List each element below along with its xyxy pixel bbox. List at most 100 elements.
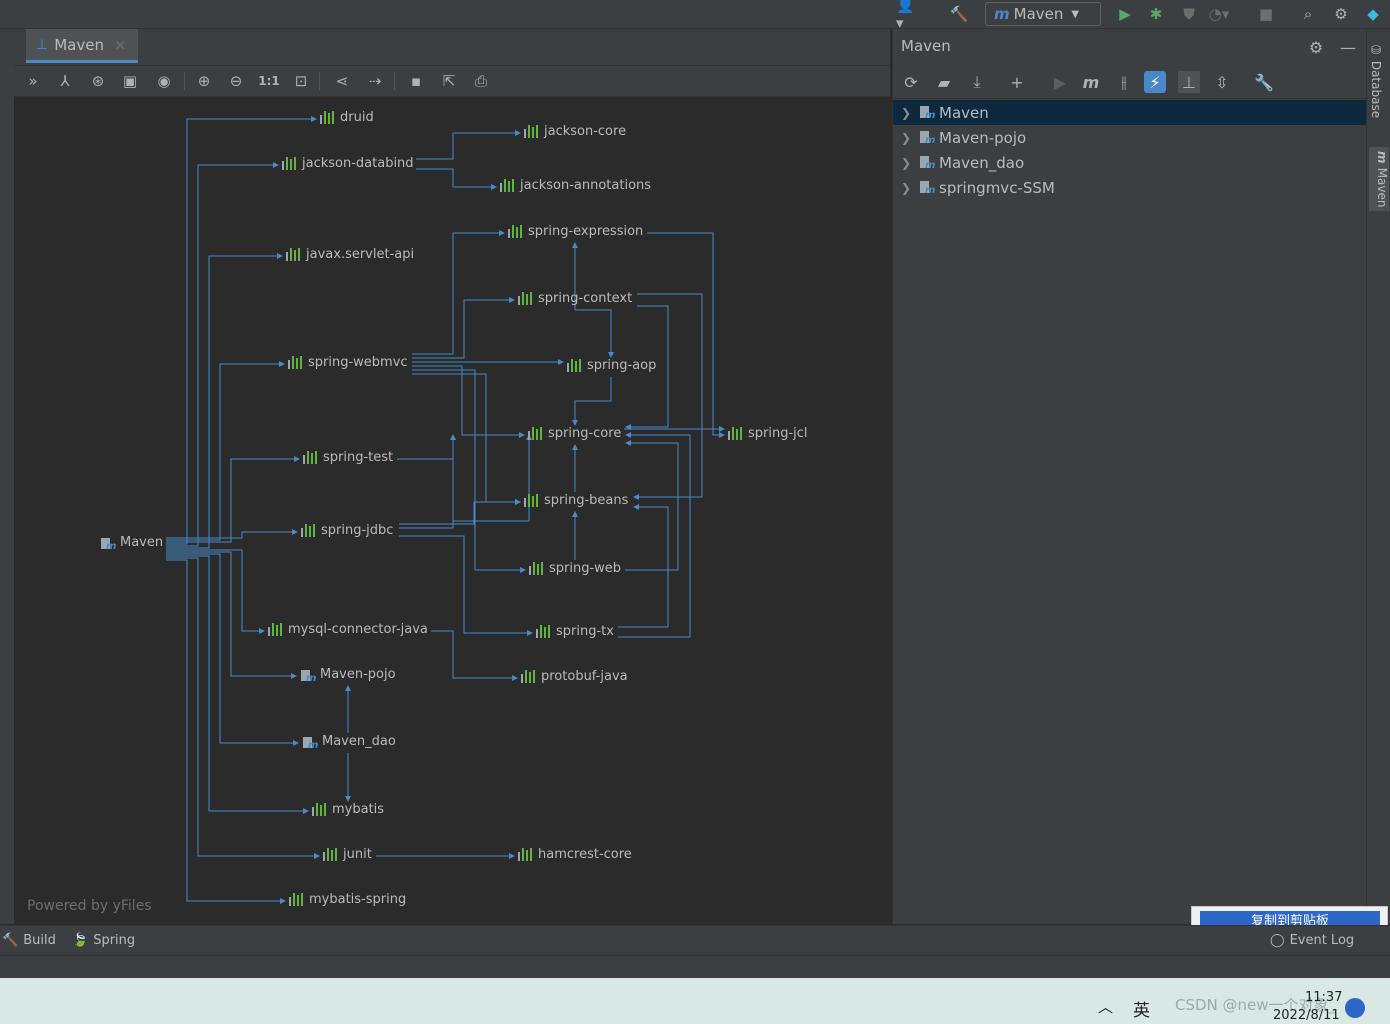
execute-goal-icon[interactable]: m <box>1082 72 1100 92</box>
node-druid[interactable]: druid <box>320 110 374 125</box>
user-icon[interactable]: 👤▾ <box>896 0 915 32</box>
zoom-in-icon[interactable]: ⊕ <box>197 72 211 90</box>
run-configuration-selector[interactable]: m Maven ▼ <box>985 2 1101 26</box>
dependency-edge <box>618 432 691 638</box>
event-log-button[interactable]: ◯Event Log <box>1270 933 1354 948</box>
dependency-diagram[interactable]: druid jackson-databind jackson-core jackson… <box>14 97 890 924</box>
generate-sources-icon[interactable]: ▰ <box>937 72 951 92</box>
export-icon[interactable]: ⇱ <box>442 72 456 90</box>
library-icon <box>536 625 552 638</box>
node-mybatis[interactable]: mybatis <box>312 802 384 817</box>
gear-icon[interactable]: ⚙ <box>1308 37 1324 57</box>
expand-icon[interactable]: » <box>28 72 38 90</box>
save-icon[interactable]: ▪ <box>410 72 422 90</box>
build-tool-button[interactable]: 🔨Build <box>2 933 56 948</box>
node-spring-context[interactable]: spring-context <box>518 291 632 306</box>
node-mysql-connector-java[interactable]: mysql-connector-java <box>268 622 428 637</box>
node-label: spring-expression <box>528 224 644 239</box>
minimize-icon[interactable]: — <box>1340 37 1356 57</box>
node-spring-core[interactable]: spring-core <box>528 426 621 441</box>
node-spring-tx[interactable]: spring-tx <box>536 624 614 639</box>
wrench-icon[interactable]: 🔧 <box>1254 72 1274 92</box>
dependency-edge <box>633 293 703 500</box>
node-label: spring-jcl <box>748 426 808 441</box>
eye-icon[interactable]: ◉ <box>157 72 171 90</box>
library-icon <box>529 562 545 575</box>
zoom-out-icon[interactable]: ⊖ <box>229 72 243 90</box>
node-javax-servlet-api[interactable]: javax.servlet-api <box>286 247 414 262</box>
layout-icon[interactable]: ⋖ <box>335 72 349 90</box>
node-spring-jdbc[interactable]: spring-jdbc <box>301 523 393 538</box>
library-icon <box>524 125 540 138</box>
node-spring-expression[interactable]: spring-expression <box>508 224 643 239</box>
actual-size-button[interactable]: 1:1 <box>258 74 280 88</box>
chevron-right-icon[interactable]: ❯ <box>900 180 912 195</box>
node-hamcrest-core[interactable]: hamcrest-core <box>518 847 632 862</box>
chevron-up-icon[interactable]: ︿ <box>1098 998 1114 1016</box>
dependency-edge <box>166 553 299 746</box>
dependency-edges <box>166 116 725 904</box>
ime-indicator[interactable]: 英 <box>1133 1001 1150 1021</box>
notification-icon[interactable] <box>1345 998 1365 1018</box>
node-protobuf-java[interactable]: protobuf-java <box>521 669 628 684</box>
run-icon[interactable]: ▶ <box>1053 72 1067 92</box>
node-spring-beans[interactable]: spring-beans <box>524 493 628 508</box>
add-icon[interactable]: + <box>1010 72 1024 92</box>
database-tab[interactable]: ⛁ Database <box>1369 43 1383 118</box>
skip-tests-icon[interactable]: ⫲ <box>1121 72 1127 91</box>
coverage-icon[interactable]: ⛊ <box>1183 5 1195 23</box>
tab-maven-diagram[interactable]: ⊥ Maven × <box>26 29 138 63</box>
node-jackson-databind[interactable]: jackson-databind <box>282 156 414 171</box>
download-icon[interactable]: ⤓ <box>973 72 981 91</box>
dependency-edge <box>166 253 283 549</box>
hierarchy-icon[interactable]: ⅄ <box>60 72 70 90</box>
chevron-right-icon[interactable]: ❯ <box>900 155 912 170</box>
show-dependencies-icon[interactable]: ⊥ <box>1178 71 1200 93</box>
select-all-icon[interactable]: ▣ <box>122 72 138 90</box>
maven-tab[interactable]: m Maven <box>1369 147 1389 212</box>
gear-icon[interactable]: ⚙ <box>1334 5 1348 23</box>
route-edges-icon[interactable]: ⇢ <box>368 72 382 90</box>
fit-content-icon[interactable]: ⊡ <box>294 72 308 90</box>
node-spring-aop[interactable]: spring-aop <box>567 358 656 373</box>
node-label: hamcrest-core <box>538 847 632 862</box>
node-junit[interactable]: junit <box>323 847 372 862</box>
spring-tool-button[interactable]: 🍃Spring <box>72 933 135 948</box>
chevron-right-icon[interactable]: ❯ <box>900 105 912 120</box>
print-icon[interactable]: ⎙ <box>474 72 487 90</box>
node-spring-web[interactable]: spring-web <box>529 561 621 576</box>
node-spring-webmvc[interactable]: spring-webmvc <box>288 355 408 370</box>
dependency-edge <box>416 168 497 190</box>
run-icon[interactable]: ▶ <box>1119 5 1131 23</box>
node-spring-jcl[interactable]: spring-jcl <box>728 426 808 441</box>
close-icon[interactable]: × <box>113 35 127 54</box>
debug-icon[interactable]: ✱ <box>1149 5 1163 23</box>
build-label: Build <box>23 933 56 948</box>
library-icon <box>303 451 319 464</box>
maven-m-icon: m <box>1375 151 1389 168</box>
windows-taskbar: ︿ 英 CSDN @new一个对象_ 11:37 2022/8/11 <box>0 978 1390 1024</box>
profile-icon[interactable]: ◔▾ <box>1208 5 1230 23</box>
offline-mode-icon[interactable]: ⚡ <box>1144 71 1166 93</box>
reload-icon[interactable]: ⟳ <box>904 72 918 92</box>
node-mybatis-spring[interactable]: mybatis-spring <box>289 892 406 907</box>
collapse-all-icon[interactable]: ⇳ <box>1215 72 1229 92</box>
toolbox-icon[interactable]: ◆ <box>1367 5 1379 23</box>
zoom-find-icon[interactable]: ⊛ <box>91 72 105 90</box>
search-icon[interactable]: ⌕ <box>1303 5 1313 23</box>
build-hammer-icon[interactable]: 🔨 <box>949 5 969 23</box>
chevron-right-icon[interactable]: ❯ <box>900 130 912 145</box>
node-jackson-annotations[interactable]: jackson-annotations <box>500 178 651 193</box>
stop-icon[interactable]: ■ <box>1258 5 1274 23</box>
node-jackson-core[interactable]: jackson-core <box>524 124 626 139</box>
library-icon <box>518 848 534 861</box>
node-label: mybatis <box>332 802 385 817</box>
node-spring-test[interactable]: spring-test <box>303 450 393 465</box>
